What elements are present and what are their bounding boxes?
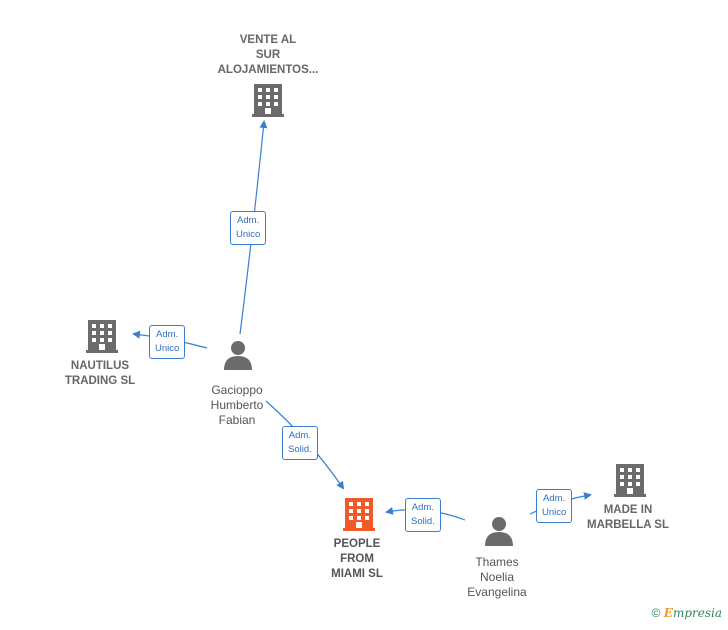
node-label-nautilus-trading[interactable]: NAUTILUS TRADING SL (64, 360, 136, 387)
building-icon[interactable] (86, 320, 118, 353)
node-label-people-from-miami[interactable]: PEOPLE FROM MIAMI SL (331, 538, 383, 580)
edge-label-thames-made: Adm. Unico (536, 489, 573, 523)
person-icon[interactable] (224, 341, 252, 370)
person-icon[interactable] (485, 517, 513, 546)
brand-logo: Empresia (663, 606, 722, 620)
empresia-watermark: © Empresia (652, 606, 722, 620)
node-label-vente-al-sur[interactable]: VENTE AL SUR ALOJAMIENTOS... (217, 34, 319, 76)
copyright-icon: © (651, 606, 661, 620)
edge-label-gacioppo-nautilus: Adm. Unico (149, 325, 186, 359)
building-icon[interactable] (252, 84, 284, 117)
edge-label-gacioppo-vente: Adm. Unico (230, 211, 267, 245)
edge-label-thames-people: Adm. Solid. (405, 498, 441, 532)
node-label-made-in-marbella[interactable]: MADE IN MARBELLA SL (587, 504, 669, 531)
edge-label-gacioppo-people: Adm. Solid. (282, 426, 318, 460)
building-icon-focus[interactable] (343, 498, 375, 531)
building-icon[interactable] (614, 464, 646, 497)
node-label-gacioppo[interactable]: Gacioppo Humberto Fabian (210, 383, 264, 427)
node-label-thames[interactable]: Thames Noelia Evangelina (467, 555, 527, 599)
